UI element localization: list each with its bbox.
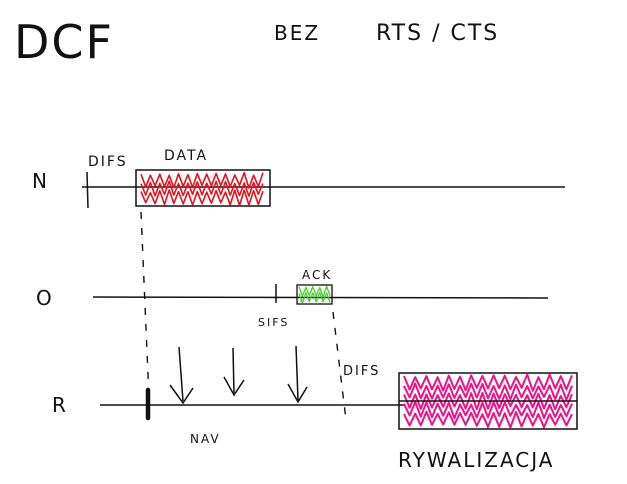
scribble-contention-stroke [403, 401, 573, 420]
station-r-difs-label: DIFS [343, 364, 380, 379]
station-o-ack-frame [296, 284, 333, 305]
diagram-subtitle-suffix: RTS / CTS [376, 21, 499, 46]
scribble-data-stroke [140, 189, 264, 207]
nav-arrow-2 [223, 347, 245, 397]
ack-frame-scribble [298, 285, 331, 304]
station-n-difs-tick [86, 171, 89, 209]
scribble-contention-stroke [403, 410, 573, 429]
data-start-dashed-line [140, 211, 150, 399]
station-o-ack-label: ACK [302, 268, 332, 282]
station-o-timeline [92, 296, 549, 299]
scribble-ack-stroke [298, 285, 331, 298]
station-n-data-frame [135, 169, 271, 207]
scribble-contention-stroke [403, 392, 573, 411]
station-n-data-label: DATA [164, 148, 208, 164]
station-n-label: N [32, 169, 49, 193]
nav-arrow-1 [169, 346, 194, 405]
diagram-subtitle-prefix: BEZ [274, 21, 320, 45]
nav-arrow-3 [287, 345, 308, 404]
station-r-nav-label: NAV [190, 432, 221, 446]
station-o-label: O [36, 286, 54, 310]
scribble-ack-stroke [298, 291, 331, 304]
scribble-data-stroke [140, 180, 264, 197]
scribble-contention-stroke [403, 382, 573, 401]
scribble-contention-stroke [403, 373, 573, 392]
station-n-difs-label: DIFS [88, 154, 128, 170]
contention-window-scribble [403, 373, 573, 429]
station-r-label: R [52, 393, 68, 417]
diagram-title: DCF [14, 15, 114, 69]
data-frame-scribble [140, 171, 264, 207]
station-o-sifs-label: SIFS [258, 316, 289, 329]
contention-label: RYWALIZACJA [398, 448, 554, 472]
scribble-data-stroke [140, 171, 264, 189]
ack-end-dashed-line [332, 311, 347, 421]
